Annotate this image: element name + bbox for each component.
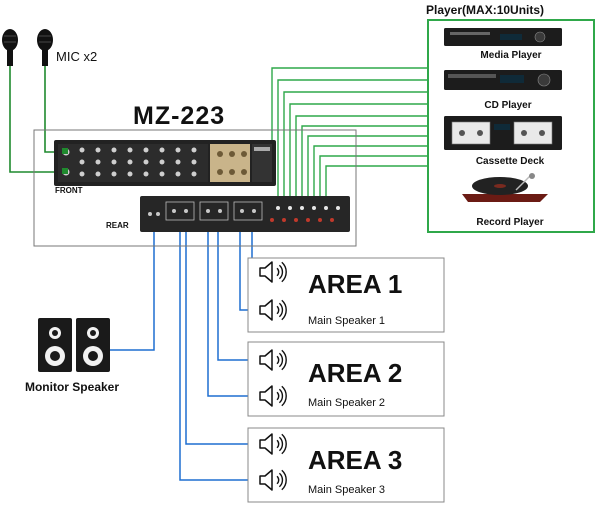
microphone-1 [2, 29, 18, 66]
area-sub-3: Main Speaker 3 [308, 484, 385, 496]
area-box-3 [247, 427, 445, 503]
area-title-1: AREA 1 [308, 269, 402, 299]
microphone-2 [37, 29, 53, 66]
mixer-rear-panel [140, 196, 350, 232]
cd-player-device [444, 70, 562, 90]
monitor-speaker-right [76, 318, 110, 372]
players-title: Player(MAX:10Units) [426, 3, 544, 17]
device-title: MZ-223 [133, 102, 225, 130]
cassette-deck-device [444, 116, 562, 150]
speaker-icon [259, 299, 287, 321]
media-player-device [444, 28, 562, 46]
speaker-icon [259, 433, 287, 455]
area-sub-1: Main Speaker 1 [308, 315, 385, 327]
monitor-speaker-left [38, 318, 72, 372]
player-label-record: Record Player [476, 217, 543, 228]
area-title-3: AREA 3 [308, 445, 402, 475]
speaker-icon [259, 349, 287, 371]
area-title-2: AREA 2 [308, 358, 402, 388]
player-label-cassette: Cassette Deck [476, 156, 545, 167]
player-wires [271, 67, 428, 196]
player-label-media: Media Player [480, 50, 541, 61]
rear-label: REAR [106, 221, 129, 230]
player-label-cd: CD Player [484, 100, 531, 111]
front-label: FRONT [55, 186, 83, 195]
mic-wire-1 [9, 66, 64, 173]
area-sub-2: Main Speaker 2 [308, 397, 385, 409]
area-box-1 [247, 257, 445, 333]
record-player-device [462, 173, 548, 202]
monitor-label: Monitor Speaker [25, 380, 119, 394]
speaker-wires [110, 222, 258, 481]
players-box [427, 19, 595, 233]
mixer-front-panel [54, 140, 276, 186]
speaker-icons [259, 261, 287, 491]
speaker-icon [259, 469, 287, 491]
device-box [33, 129, 357, 247]
monitor-wire [110, 222, 155, 351]
speaker-icon [259, 385, 287, 407]
speaker-icon [259, 261, 287, 283]
mic-label: MIC x2 [56, 49, 97, 64]
mic-wire-2 [44, 66, 64, 153]
